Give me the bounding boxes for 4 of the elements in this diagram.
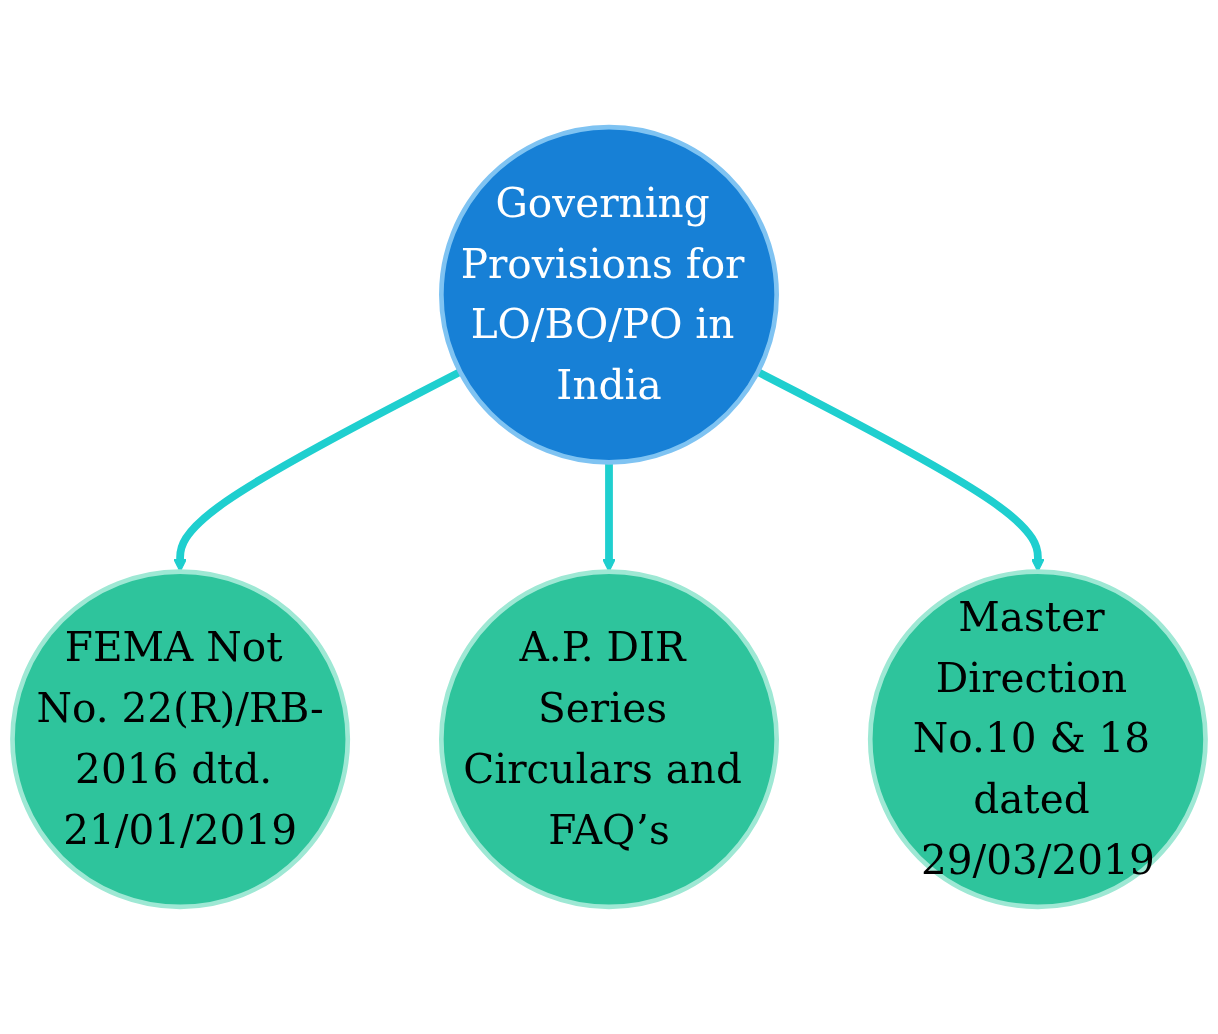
node-circle: Governing Provisions for LO/BO/PO in India [439, 124, 779, 465]
node-circle: FEMA Not No. 22(R)/RB-2016 dtd. 21/01/2019 [10, 569, 351, 910]
node-circle: Master Direction No.10 & 18 dated 29/03/2019 [867, 569, 1208, 910]
node-circle: A.P. DIR Series Circulars and FAQ’s [439, 569, 779, 910]
